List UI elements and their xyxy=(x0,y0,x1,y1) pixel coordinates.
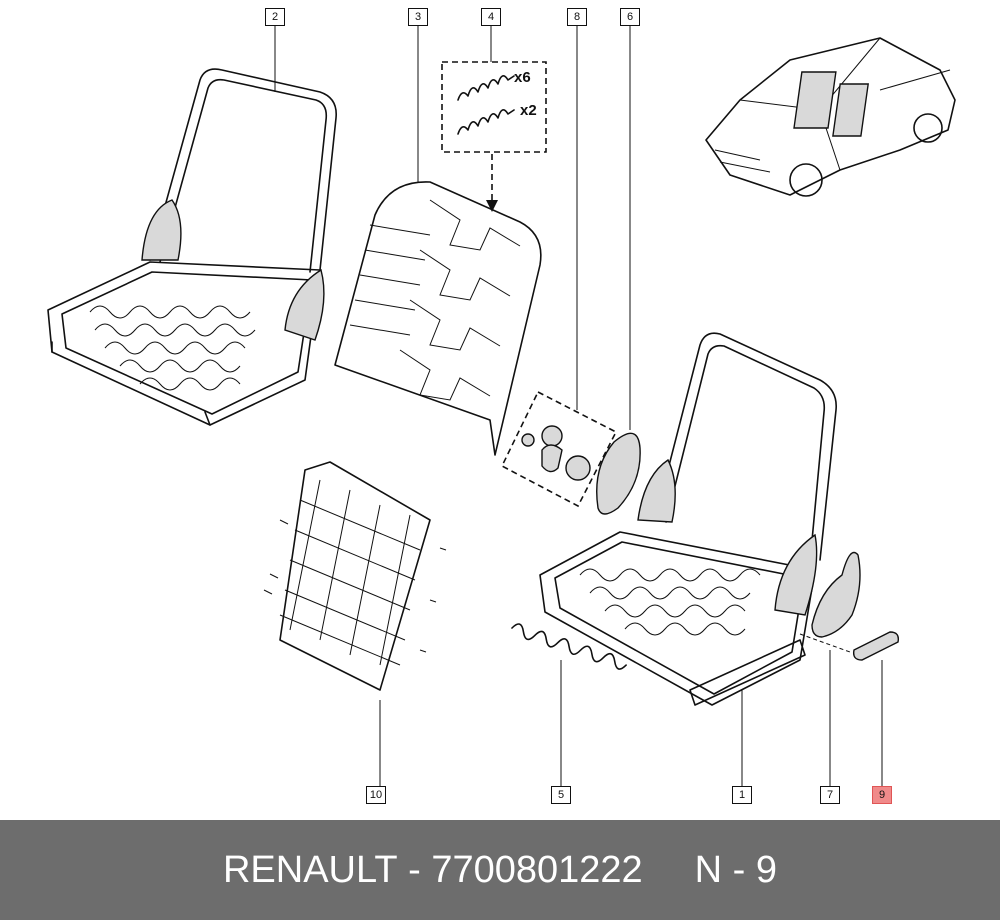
seat-frame-assembly-right xyxy=(539,332,837,706)
adjust-handle-part xyxy=(852,631,900,661)
callout-6[interactable]: 6 xyxy=(620,8,640,26)
car-location-thumbnail xyxy=(705,37,956,197)
callout-4[interactable]: 4 xyxy=(481,8,501,26)
callout-2[interactable]: 2 xyxy=(265,8,285,26)
zigzag-spring xyxy=(511,623,627,670)
spring-qty-label-1: x6 xyxy=(514,69,531,86)
callout-3[interactable]: 3 xyxy=(408,8,428,26)
brand-dash: - xyxy=(408,848,421,891)
callout-10[interactable]: 10 xyxy=(366,786,386,804)
callout-1[interactable]: 1 xyxy=(732,786,752,804)
brand-name: RENAULT xyxy=(222,848,398,891)
trim-cover-part xyxy=(811,551,861,638)
recliner-mechanism-kit xyxy=(500,390,618,508)
part-info-footer: RENAULT - 7700801222 N - 9 xyxy=(0,820,1000,920)
side-cover-part xyxy=(596,432,641,515)
backrest-pad xyxy=(334,181,542,456)
callout-8[interactable]: 8 xyxy=(567,8,587,26)
leader-lines xyxy=(274,26,883,786)
callout-7[interactable]: 7 xyxy=(820,786,840,804)
seat-spring-mat xyxy=(263,461,447,691)
exploded-parts-diagram: x6 x2 xyxy=(47,8,956,804)
callout-9-highlighted[interactable]: 9 xyxy=(872,786,892,804)
seat-frame-assembly-left xyxy=(47,68,337,426)
part-number: 7700801222 xyxy=(431,848,643,891)
spring-qty-label-2: x2 xyxy=(520,102,537,119)
callout-5[interactable]: 5 xyxy=(551,786,571,804)
diagram-drawing: x6 x2 xyxy=(47,26,956,786)
springs-kit: x6 x2 xyxy=(441,61,547,212)
diagram-reference: N - 9 xyxy=(694,848,778,891)
